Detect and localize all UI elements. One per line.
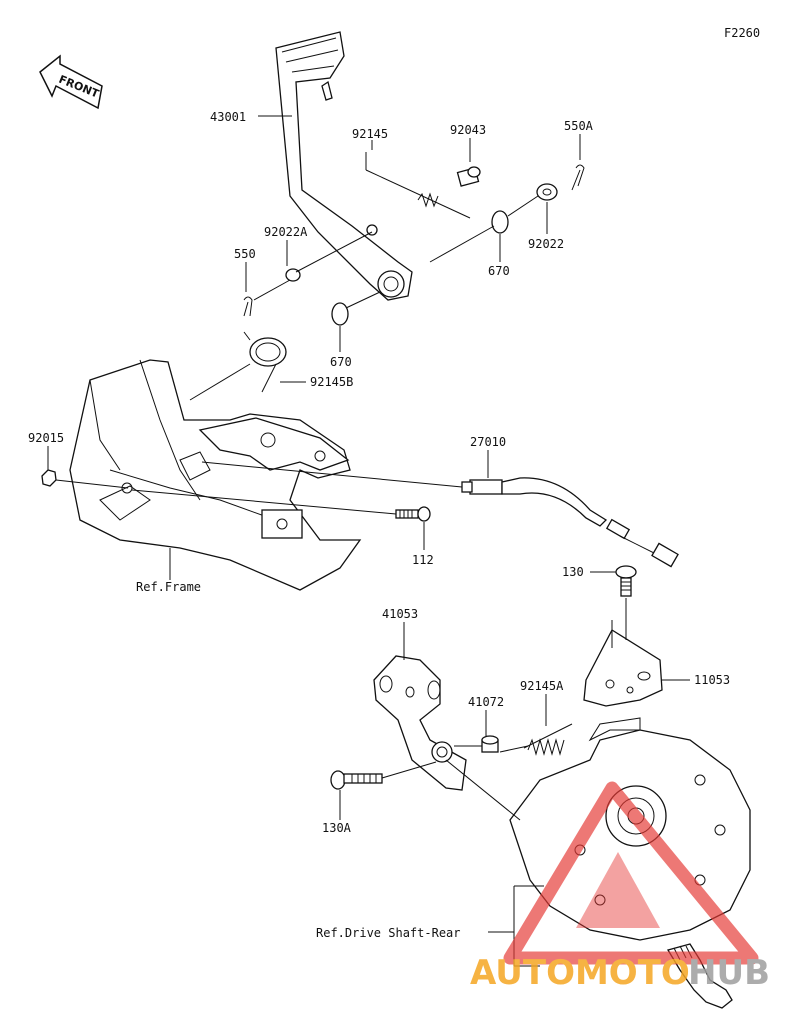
label-92145A: 92145A [520,679,564,693]
ref-drive-shaft-label: Ref.Drive Shaft-Rear [316,926,461,940]
watermark: AUTOMOTO HUB [470,781,770,993]
label-41072: 41072 [468,695,504,709]
o-ring-670-upper [491,210,509,234]
label-112: 112 [412,553,434,567]
bolt-112 [395,506,431,522]
lever-41053 [373,655,467,791]
watermark-text-automoto: AUTOMOTO [470,953,690,993]
label-41053: 41053 [382,607,418,621]
label-43001: 43001 [210,110,246,124]
label-670-upper: 670 [488,264,510,278]
label-92145B: 92145B [310,375,353,389]
o-ring-670-lower [331,302,349,326]
leader-lines [47,115,690,967]
spring-92145A [523,723,573,756]
label-670-lower: 670 [330,355,352,369]
label-130: 130 [562,565,584,579]
label-550: 550 [234,247,256,261]
brake-pedal [275,31,413,301]
nut-92015 [41,469,57,487]
label-550A: 550A [564,119,594,133]
spring-92145B [243,331,287,393]
label-27010: 27010 [470,435,506,449]
collar-41072 [481,735,499,753]
label-130A: 130A [322,821,352,835]
cotter-pin-550 [243,296,253,317]
bolt-130A [330,770,383,790]
washer-92022 [536,183,558,201]
frame [69,359,362,591]
label-92043: 92043 [450,123,486,137]
brake-switch-27010 [461,477,679,568]
label-92022: 92022 [528,237,564,251]
label-92015: 92015 [28,431,64,445]
spring-92145 [365,152,471,219]
front-arrow-icon: FRONT [39,54,103,110]
watermark-text-hub: HUB [688,953,770,993]
label-92022A: 92022A [264,225,308,239]
watermark-triangle-icon [503,781,759,965]
label-11053: 11053 [694,673,730,687]
cotter-pin-550A [571,164,585,191]
bracket-11053 [583,629,663,707]
ref-frame-label: Ref.Frame [136,580,201,594]
figure-code: F2260 [724,26,760,40]
label-92145: 92145 [352,127,388,141]
bolt-130 [615,565,637,597]
pin-92043 [456,166,481,187]
